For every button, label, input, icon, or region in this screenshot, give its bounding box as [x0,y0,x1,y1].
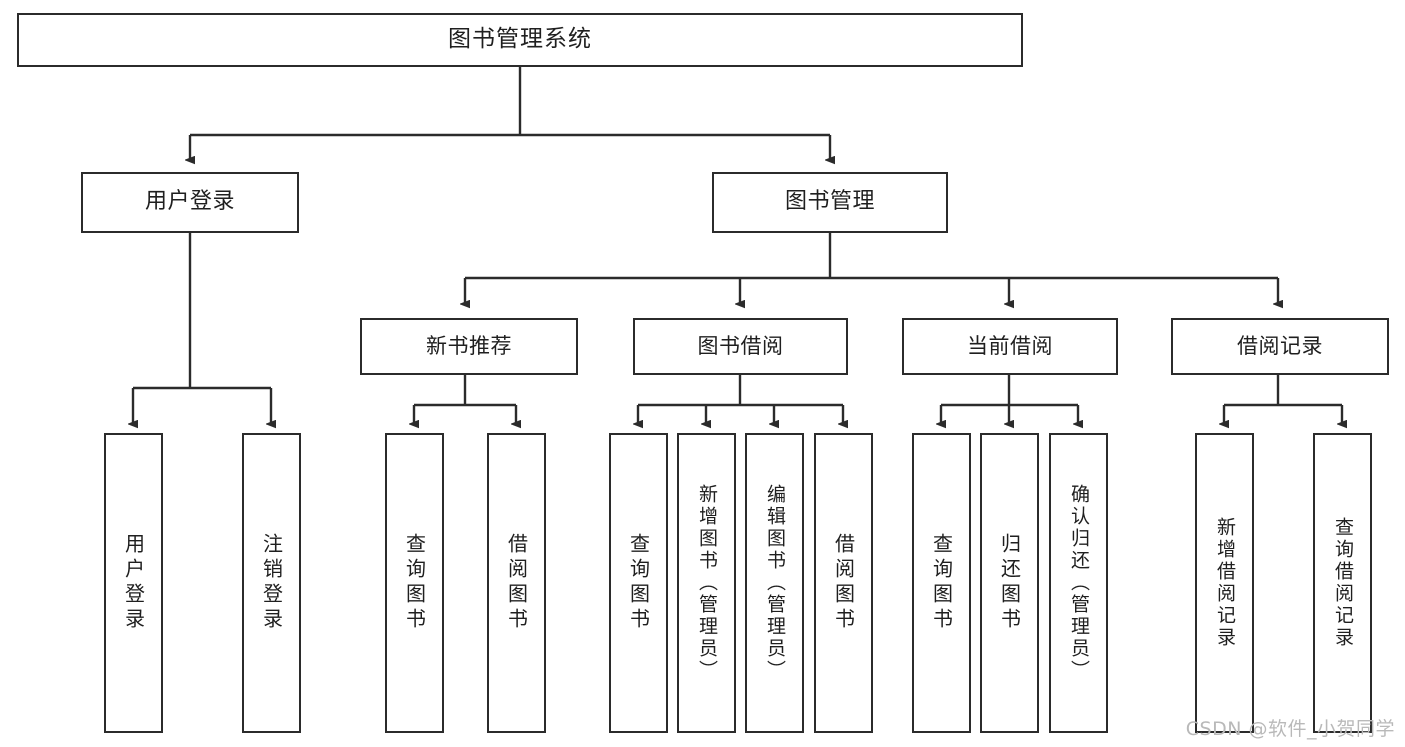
node-label: 借阅记录 [1237,333,1323,358]
node-label: 查询借阅记录 [1332,517,1354,649]
node-borrow-records[interactable]: 借阅记录 [1171,318,1389,375]
node-user-login[interactable]: 用户登录 [81,172,299,233]
leaf-borrow-books-recommend[interactable]: 借阅图书 [487,433,546,733]
node-label: 借阅图书 [504,533,529,633]
node-label: 图书管理系统 [448,26,592,53]
node-label: 归还图书 [997,533,1022,633]
leaf-return-books[interactable]: 归还图书 [980,433,1039,733]
leaf-add-borrow-record[interactable]: 新增借阅记录 [1195,433,1254,733]
node-label: 图书借阅 [697,333,784,358]
node-label: 确认归还（管理员） [1068,484,1090,682]
node-label: 查询图书 [626,533,651,633]
node-book-borrow[interactable]: 图书借阅 [633,318,848,375]
leaf-borrow-books[interactable]: 借阅图书 [814,433,873,733]
node-label: 新增图书（管理员） [696,484,718,682]
node-label: 新增借阅记录 [1214,517,1236,649]
node-label: 当前借阅 [967,333,1053,358]
leaf-query-books-current[interactable]: 查询图书 [912,433,971,733]
leaf-add-book-admin[interactable]: 新增图书（管理员） [677,433,736,733]
leaf-edit-book-admin[interactable]: 编辑图书（管理员） [745,433,804,733]
node-book-management[interactable]: 图书管理 [712,172,948,233]
node-new-book-recommend[interactable]: 新书推荐 [360,318,578,375]
node-label: 用户登录 [121,533,146,633]
node-label: 借阅图书 [831,533,856,633]
node-root-system[interactable]: 图书管理系统 [17,13,1023,67]
leaf-confirm-return-admin[interactable]: 确认归还（管理员） [1049,433,1108,733]
leaf-logout[interactable]: 注销登录 [242,433,301,733]
node-current-borrow[interactable]: 当前借阅 [902,318,1118,375]
leaf-query-books-recommend[interactable]: 查询图书 [385,433,444,733]
node-label: 查询图书 [402,533,427,633]
leaf-user-login[interactable]: 用户登录 [104,433,163,733]
node-label: 查询图书 [929,533,954,633]
node-label: 用户登录 [144,189,235,215]
node-label: 图书管理 [784,189,875,215]
node-label: 注销登录 [259,533,284,633]
node-label: 新书推荐 [426,333,512,358]
node-label: 编辑图书（管理员） [764,484,786,682]
leaf-query-borrow-record[interactable]: 查询借阅记录 [1313,433,1372,733]
leaf-query-books-borrow[interactable]: 查询图书 [609,433,668,733]
